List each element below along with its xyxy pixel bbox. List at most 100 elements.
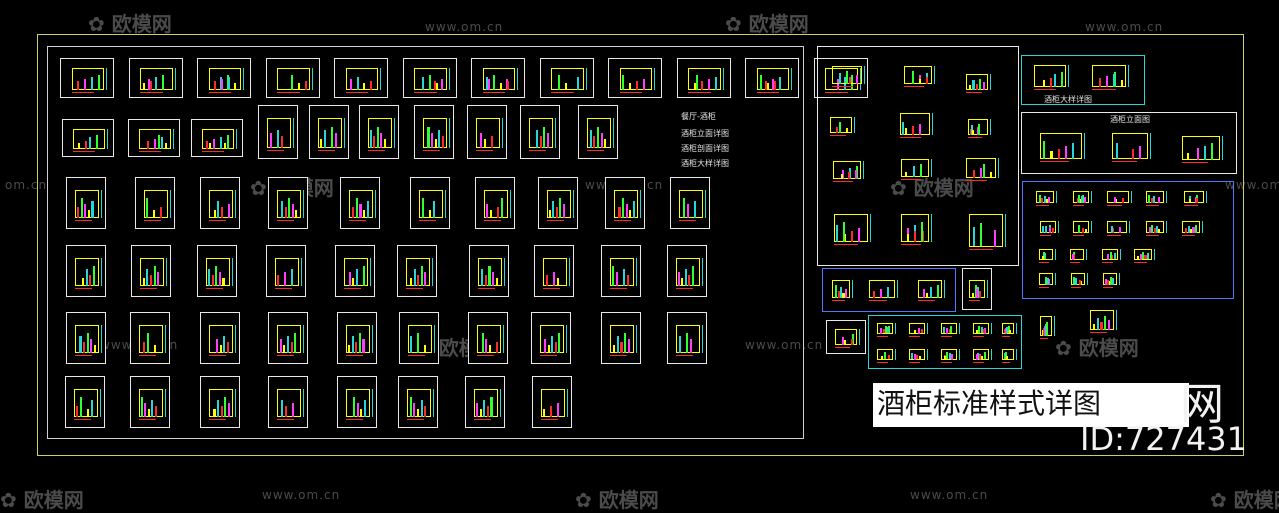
cad-thumbnail [128, 58, 183, 98]
cad-thumbnail [135, 177, 175, 229]
cad-thumbnail [667, 312, 707, 364]
cad-thumbnail [1034, 268, 1058, 290]
cad-thumbnail [468, 312, 508, 364]
cad-thumbnail [890, 104, 940, 144]
cad-thumbnail [258, 105, 298, 159]
cad-thumbnail [532, 376, 572, 428]
cad-thumbnail [268, 177, 308, 229]
cad-thumbnail [968, 344, 994, 364]
watermark-brand: ✿ 欧模网 [725, 12, 809, 36]
note-section-detail: 酒柜剖面详图 [681, 144, 729, 153]
cad-thumbnail [936, 344, 962, 364]
cad-thumbnail [667, 245, 707, 297]
cad-thumbnail [1176, 216, 1206, 238]
cad-thumbnail [872, 318, 898, 338]
cad-thumbnail [539, 58, 594, 98]
cad-thumbnail [200, 312, 240, 364]
cad-thumbnail [66, 177, 106, 229]
style-panel [1022, 181, 1234, 299]
cad-thumbnail [66, 312, 106, 364]
title-box [873, 383, 1189, 427]
cad-thumbnail [337, 312, 377, 364]
drawing-id: ID:727431 [1080, 420, 1248, 458]
detail-panel-top-right [1021, 55, 1145, 105]
om-logo-icon: ✿ [250, 176, 267, 200]
note-elevation-detail: 酒柜立面详图 [681, 129, 729, 138]
cad-thumbnail [578, 105, 618, 159]
cad-thumbnail [958, 68, 996, 96]
cad-thumbnail [1100, 122, 1160, 170]
cad-thumbnail [822, 58, 872, 92]
cad-thumbnail [1082, 302, 1122, 338]
cad-thumbnail [1100, 186, 1136, 208]
note-large-detail: 酒柜大样详图 [681, 159, 729, 168]
cad-thumbnail [520, 105, 560, 159]
cad-thumbnail [1034, 216, 1062, 238]
cad-thumbnail [605, 177, 645, 229]
watermark-brand: ✿ 欧模网 [890, 176, 974, 200]
cad-thumbnail [824, 154, 870, 186]
cad-thumbnail [670, 177, 710, 229]
cad-thumbnail [268, 312, 308, 364]
drawing-sheet-left [47, 46, 804, 439]
cad-thumbnail [399, 312, 439, 364]
cad-thumbnail [1178, 186, 1210, 208]
section-panel-d [826, 320, 866, 354]
overlay-brand-mark: 网 [1180, 379, 1224, 430]
cad-thumbnail [822, 110, 860, 140]
cad-thumbnail [66, 245, 106, 297]
cad-thumbnail [910, 272, 950, 306]
cad-thumbnail [410, 177, 450, 229]
watermark-url: www.om.cn [425, 20, 504, 34]
cad-thumbnail [334, 58, 388, 98]
section-panel-b [962, 268, 992, 310]
cad-thumbnail [62, 119, 114, 157]
cad-thumbnail [268, 376, 308, 428]
cad-thumbnail [469, 245, 509, 297]
cad-thumbnail [1066, 268, 1090, 290]
cad-thumbnail [266, 245, 306, 297]
cad-thumbnail [534, 245, 574, 297]
watermark-url: www.om.cn [1225, 178, 1279, 192]
cad-thumbnail [895, 58, 941, 92]
cad-thumbnail [745, 58, 799, 98]
cad-thumbnail [936, 318, 962, 338]
cad-thumbnail [130, 312, 170, 364]
cad-thumbnail [60, 58, 114, 98]
watermark-url: om.cn [5, 178, 48, 192]
cad-thumbnail [128, 119, 180, 157]
cad-thumbnail [958, 200, 1014, 260]
elevation-panel [1021, 112, 1237, 174]
cad-thumbnail [1024, 56, 1076, 96]
cad-thumbnail [968, 318, 994, 338]
cad-thumbnail [402, 58, 457, 98]
cad-thumbnail [335, 245, 375, 297]
watermark-url: www.om.cn [262, 488, 341, 502]
cad-thumbnail [608, 58, 662, 98]
cad-thumbnail [904, 318, 930, 338]
note-dining-cabinet: 餐厅-酒柜 [681, 112, 716, 121]
cad-thumbnail [962, 112, 994, 142]
cad-thumbnail [1140, 186, 1170, 208]
cad-thumbnail [398, 376, 438, 428]
cad-thumbnail [359, 105, 399, 159]
cad-thumbnail [956, 150, 1006, 186]
watermark-brand: ✿ 欧模网 [1055, 336, 1139, 360]
cad-thumbnail [1100, 216, 1134, 238]
cad-thumbnail [828, 322, 864, 352]
cad-thumbnail [998, 318, 1018, 338]
cad-thumbnail [676, 58, 731, 98]
cad-thumbnail [131, 245, 171, 297]
label-large-detail: 酒柜大样详图 [1044, 95, 1092, 104]
cad-thumbnail [601, 245, 641, 297]
cad-thumbnail [340, 177, 380, 229]
om-logo-icon: ✿ [0, 488, 17, 512]
cad-thumbnail [531, 312, 571, 364]
cad-thumbnail [265, 58, 320, 98]
om-logo-icon: ✿ [1210, 488, 1227, 512]
cad-thumbnail [465, 376, 505, 428]
cad-thumbnail [130, 376, 170, 428]
cad-thumbnail [822, 202, 880, 254]
om-logo-icon: ✿ [1055, 336, 1072, 360]
cad-thumbnail [467, 105, 507, 159]
